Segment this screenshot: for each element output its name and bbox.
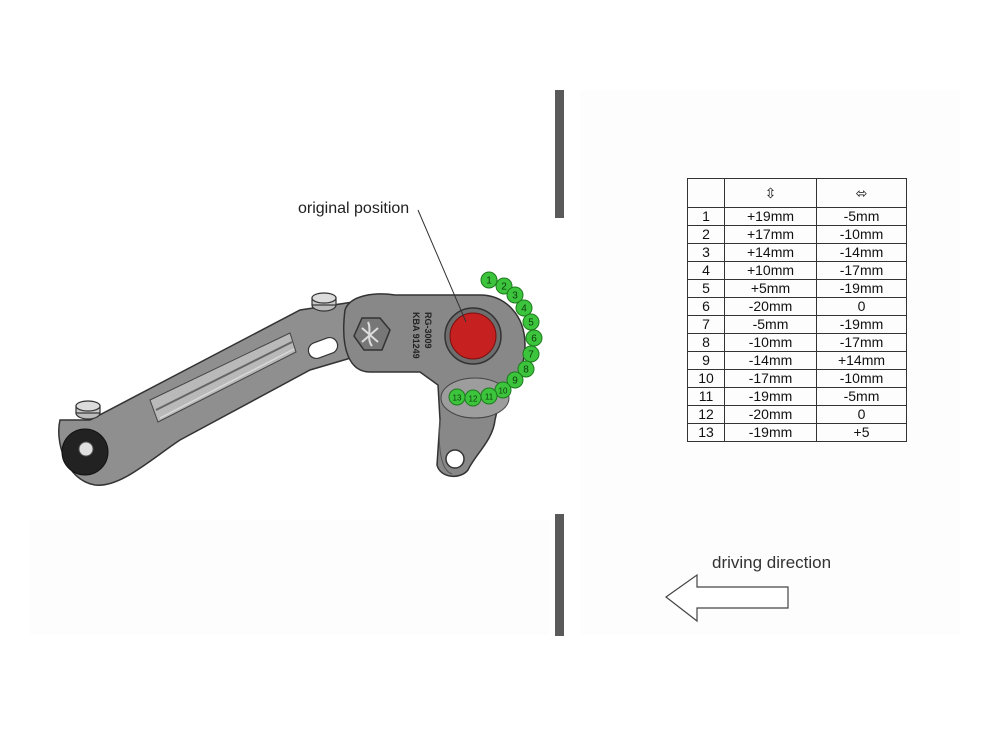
cell-vertical: +10mm xyxy=(724,261,817,280)
cell-horizontal: 0 xyxy=(816,297,907,316)
original-position-pin xyxy=(444,307,502,365)
cell-horizontal: -19mm xyxy=(816,315,907,334)
cell-horizontal: +5 xyxy=(816,423,907,442)
cell-position: 6 xyxy=(687,297,725,316)
position-marker xyxy=(522,345,540,363)
cell-horizontal: -17mm xyxy=(816,333,907,352)
cell-vertical: -20mm xyxy=(724,405,817,424)
direction-arrow-icon xyxy=(664,573,789,623)
position-marker-label: 8 xyxy=(523,365,529,376)
position-marker xyxy=(522,313,540,331)
cell-position: 7 xyxy=(687,315,725,334)
cell-horizontal: -14mm xyxy=(816,243,907,262)
cell-horizontal: -5mm xyxy=(816,207,907,226)
table-row: 10-17mm-10mm xyxy=(687,369,907,388)
position-marker-label: 12 xyxy=(469,395,478,404)
cell-horizontal: +14mm xyxy=(816,351,907,370)
position-marker-label: 3 xyxy=(512,291,518,302)
cell-position: 4 xyxy=(687,261,725,280)
cell-horizontal: -10mm xyxy=(816,225,907,244)
header-index xyxy=(687,178,725,208)
background-panel-left-bottom xyxy=(30,520,550,635)
logo-mark xyxy=(353,317,391,351)
cell-horizontal: -10mm xyxy=(816,369,907,388)
cell-vertical: +14mm xyxy=(724,243,817,262)
table-row: 5+5mm-19mm xyxy=(687,279,907,298)
cell-vertical: -19mm xyxy=(724,387,817,406)
position-marker-label: 9 xyxy=(512,376,518,387)
cell-vertical: -10mm xyxy=(724,333,817,352)
divider-bottom xyxy=(555,514,564,636)
position-marker-label: 6 xyxy=(531,334,537,345)
position-marker-label: 7 xyxy=(528,350,534,361)
cell-vertical: +17mm xyxy=(724,225,817,244)
cell-position: 11 xyxy=(687,387,725,406)
table-row: 8-10mm-17mm xyxy=(687,333,907,352)
divider-top xyxy=(555,90,564,218)
cell-horizontal: -17mm xyxy=(816,261,907,280)
cell-horizontal: -5mm xyxy=(816,387,907,406)
screw-top xyxy=(311,292,337,312)
cell-position: 5 xyxy=(687,279,725,298)
position-marker-label: 10 xyxy=(499,387,508,396)
table-header-row: ⇳ ⬄ xyxy=(687,178,907,208)
position-marker-label: 11 xyxy=(485,393,494,402)
position-marker xyxy=(448,388,466,406)
adjust-slot xyxy=(307,337,339,359)
position-marker xyxy=(517,360,535,378)
engraving-part-no: RG-3009 xyxy=(423,312,433,349)
position-marker xyxy=(480,271,498,289)
cell-position: 3 xyxy=(687,243,725,262)
cell-horizontal: 0 xyxy=(816,405,907,424)
table-row: 7-5mm-19mm xyxy=(687,315,907,334)
cell-position: 8 xyxy=(687,333,725,352)
table-row: 3+14mm-14mm xyxy=(687,243,907,262)
position-marker-label: 5 xyxy=(528,318,534,329)
cell-vertical: -17mm xyxy=(724,369,817,388)
table-row: 13-19mm+5 xyxy=(687,423,907,442)
position-marker xyxy=(525,329,543,347)
cell-vertical: +5mm xyxy=(724,279,817,298)
header-horizontal-icon: ⬄ xyxy=(816,178,907,208)
cell-vertical: -14mm xyxy=(724,351,817,370)
table-row: 1+19mm-5mm xyxy=(687,207,907,226)
header-vertical-icon: ⇳ xyxy=(724,178,817,208)
cell-horizontal: -19mm xyxy=(816,279,907,298)
cell-position: 13 xyxy=(687,423,725,442)
position-marker xyxy=(506,371,524,389)
position-marker-label: 13 xyxy=(453,394,462,403)
screw-bottom xyxy=(75,400,101,420)
peg-end xyxy=(61,428,109,476)
position-marker xyxy=(495,277,513,295)
table-row: 9-14mm+14mm xyxy=(687,351,907,370)
position-marker-label: 4 xyxy=(521,304,527,315)
engraving-approval: KBA 91249 xyxy=(411,312,421,359)
table-row: 4+10mm-17mm xyxy=(687,261,907,280)
original-position-label: original position xyxy=(298,200,410,217)
table-row: 2+17mm-10mm xyxy=(687,225,907,244)
cell-vertical: -5mm xyxy=(724,315,817,334)
driving-direction-label: driving direction xyxy=(712,553,832,572)
position-marker xyxy=(506,286,524,304)
leader-line xyxy=(417,209,467,323)
cell-vertical: -20mm xyxy=(724,297,817,316)
table-row: 11-19mm-5mm xyxy=(687,387,907,406)
cell-position: 12 xyxy=(687,405,725,424)
cell-position: 10 xyxy=(687,369,725,388)
cell-vertical: -19mm xyxy=(724,423,817,442)
position-marker-label: 2 xyxy=(501,282,507,293)
cell-position: 9 xyxy=(687,351,725,370)
cell-position: 2 xyxy=(687,225,725,244)
cell-vertical: +19mm xyxy=(724,207,817,226)
position-marker-label: 1 xyxy=(486,276,492,287)
position-marker xyxy=(515,299,533,317)
cell-position: 1 xyxy=(687,207,725,226)
